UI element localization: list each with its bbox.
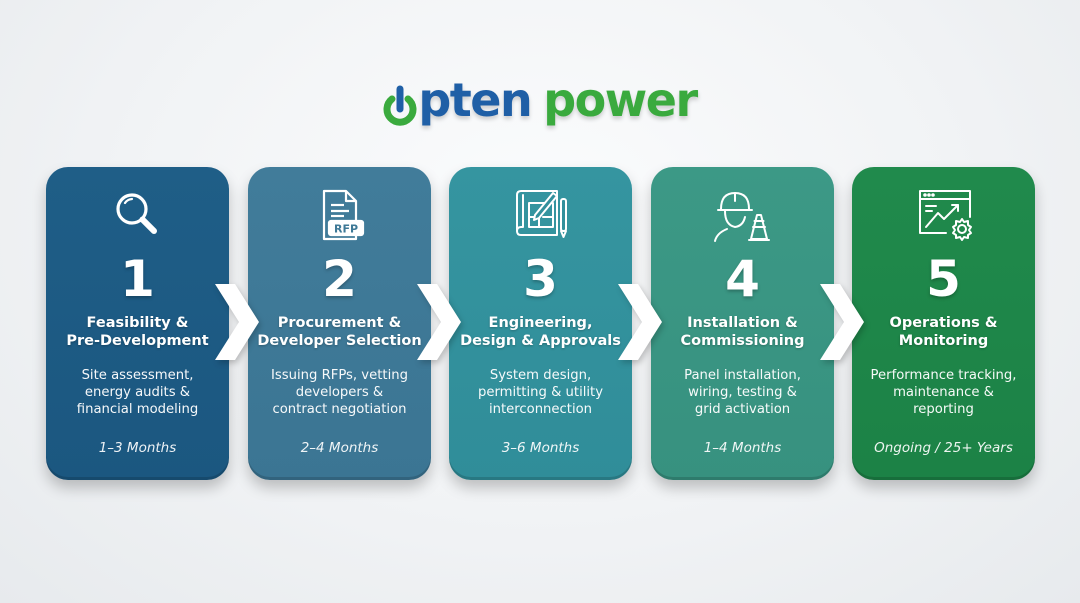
logo-text-power: power bbox=[543, 73, 698, 127]
step-card-installation: 4 Installation & Commissioning Panel ins… bbox=[651, 167, 834, 480]
step-title: Installation & Commissioning bbox=[680, 315, 805, 349]
step-title: Operations & Monitoring bbox=[889, 315, 998, 349]
step-description: Site assessment, energy audits & financi… bbox=[76, 368, 199, 417]
step-description: Performance tracking, maintenance & repo… bbox=[870, 368, 1017, 417]
rfp-document-icon: RFP bbox=[248, 185, 431, 245]
step-number: 5 bbox=[926, 250, 961, 308]
step-duration: Ongoing / 25+ Years bbox=[874, 440, 1013, 456]
step-duration: 1–4 Months bbox=[703, 440, 782, 456]
worker-cone-icon bbox=[651, 185, 834, 245]
dashboard-gear-icon bbox=[852, 185, 1035, 245]
magnifier-icon bbox=[46, 185, 229, 245]
company-logo: pten power bbox=[0, 70, 1080, 130]
chevron-right-icon bbox=[618, 284, 662, 360]
blueprint-pencil-icon bbox=[449, 185, 632, 245]
step-title: Engineering, Design & Approvals bbox=[460, 315, 621, 349]
step-title: Feasibility & Pre-Development bbox=[66, 315, 209, 349]
step-description: Panel installation, wiring, testing & gr… bbox=[684, 368, 801, 417]
step-card-feasibility: 1 Feasibility & Pre-Development Site ass… bbox=[46, 167, 229, 480]
power-button-o-icon bbox=[383, 81, 417, 127]
step-title: Procurement & Developer Selection bbox=[257, 315, 422, 349]
step-number: 2 bbox=[322, 250, 357, 308]
chevron-right-icon bbox=[417, 284, 461, 360]
chevron-right-icon bbox=[215, 284, 259, 360]
step-number: 1 bbox=[120, 250, 155, 308]
step-duration: 1–3 Months bbox=[98, 440, 177, 456]
step-description: Issuing RFPs, vetting developers & contr… bbox=[271, 368, 408, 417]
svg-text:RFP: RFP bbox=[333, 223, 357, 236]
logo-text-opten: pten bbox=[418, 73, 532, 127]
step-duration: 3–6 Months bbox=[501, 440, 580, 456]
step-description: System design, permitting & utility inte… bbox=[477, 368, 604, 417]
step-card-procurement: RFP 2 Procurement & Developer Selection … bbox=[248, 167, 431, 480]
step-card-engineering: 3 Engineering, Design & Approvals System… bbox=[449, 167, 632, 480]
step-duration: 2–4 Months bbox=[300, 440, 379, 456]
step-number: 3 bbox=[523, 250, 558, 308]
chevron-right-icon bbox=[820, 284, 864, 360]
step-number: 4 bbox=[725, 250, 760, 308]
step-card-operations: 5 Operations & Monitoring Performance tr… bbox=[852, 167, 1035, 480]
